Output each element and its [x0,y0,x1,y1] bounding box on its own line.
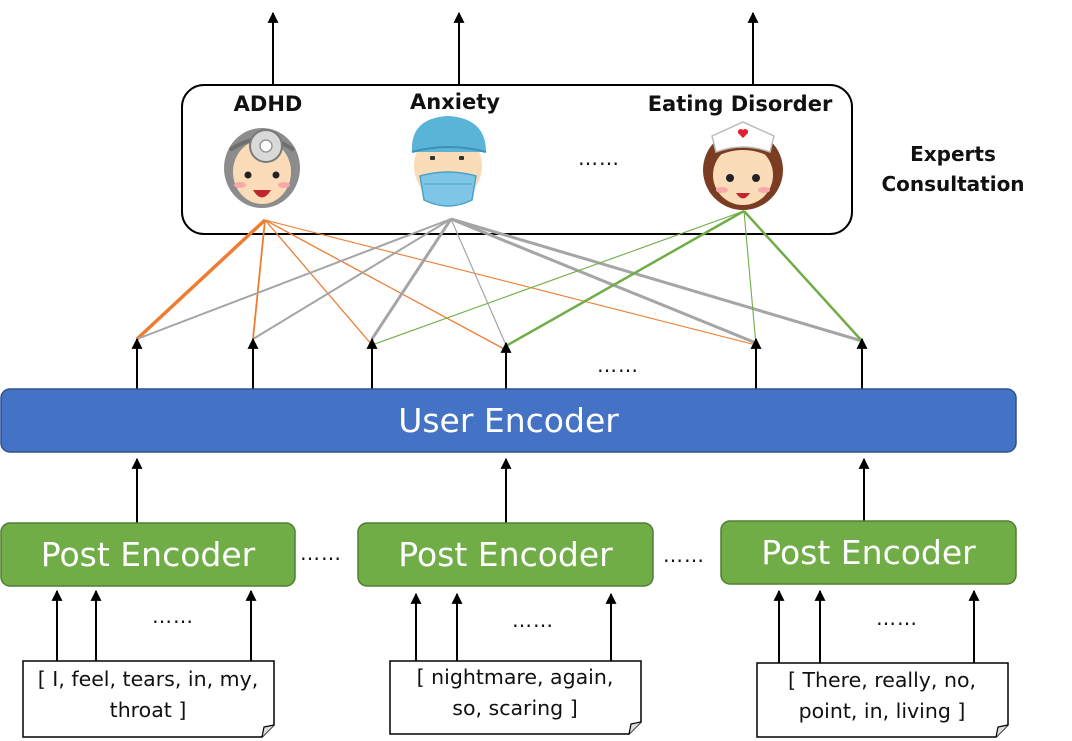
experts-label-line: Experts [910,142,996,166]
eating-disorder-link [371,210,745,346]
token-note-1 [22,660,275,738]
user-encoder-box [0,388,1017,453]
anxiety-link [252,218,452,340]
user-outputs-ellipsis: …… [597,353,639,377]
token-input-arrows [51,589,980,663]
expert-name-anxiety: Anxiety [410,90,500,114]
post-to-user-arrows [131,457,870,523]
token-line: [ There, really, no, [787,668,977,692]
post-encoder-box-3 [720,520,1017,585]
nurse-cap-icon [703,121,783,210]
post-encoder-box-2 [357,522,654,587]
token-line: throat ] [109,698,187,722]
adhd-link [252,219,266,340]
adhd-link [264,219,507,351]
anxiety-link [450,218,507,346]
experts-consultation-label: Experts Consultation [872,139,1034,199]
surgeon-mask-icon [411,116,487,207]
post-encoder-label-3: Post Encoder [761,533,976,572]
between-posts-ellipsis-2: …… [663,543,705,567]
anxiety-link [450,217,757,345]
eating-disorder-link [743,210,757,346]
eating-disorder-link [743,210,863,342]
eating-disorder-link [505,209,745,348]
experts-ellipsis: …… [578,146,620,170]
post-2-tokens: [ nightmare, again, so, scaring ] [390,662,640,724]
post-2-inputs-ellipsis: …… [512,608,554,632]
eating-disorder-links [371,209,863,348]
expert-name-adhd: ADHD [233,92,303,116]
expert-output-arrows [267,11,759,85]
post-1-tokens: [ I, feel, tears, in, my, throat ] [23,664,273,726]
token-line: [ nightmare, again, [416,665,614,689]
anxiety-links [136,217,863,346]
token-note-3 [756,662,1009,738]
adhd-link [135,218,267,341]
adhd-links [135,218,757,351]
post-encoder-label-1: Post Encoder [40,535,256,574]
token-note-2 [389,660,642,735]
anxiety-link [370,218,453,340]
user-encoder-output-arrows [131,337,868,389]
post-3-tokens: [ There, really, no, point, in, living ] [757,665,1007,727]
token-line: point, in, living ] [798,699,966,723]
experts-box [181,84,853,235]
adhd-link [264,219,373,346]
post-encoder-box-1 [0,522,296,587]
token-line: [ I, feel, tears, in, my, [37,667,259,691]
experts-label-line: Consultation [881,172,1025,196]
token-line: so, scaring ] [452,696,578,720]
anxiety-link [450,217,863,343]
doctor-head-mirror-icon [224,128,300,208]
between-posts-ellipsis-1: …… [300,541,342,565]
user-encoder-label: User Encoder [398,401,619,440]
anxiety-link [136,218,452,340]
post-encoder-label-2: Post Encoder [398,535,613,574]
post-1-inputs-ellipsis: …… [152,604,194,628]
post-3-inputs-ellipsis: …… [876,606,918,630]
expert-name-eating-disorder: Eating Disorder [647,92,833,116]
adhd-link [264,219,757,346]
